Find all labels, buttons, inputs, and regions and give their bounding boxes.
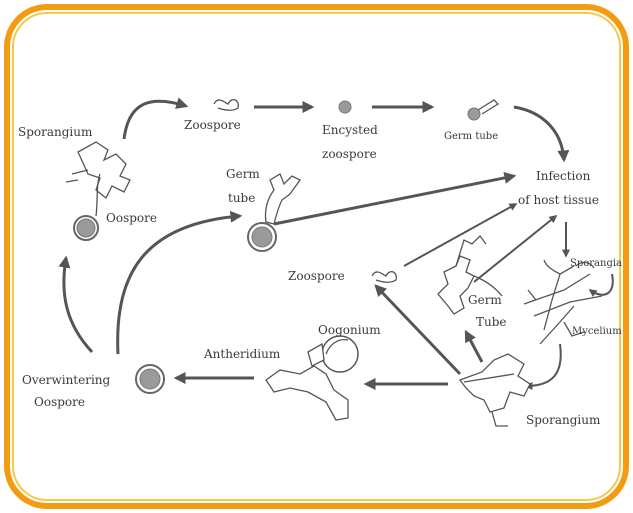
label-encysted-line2: zoospore — [322, 147, 377, 161]
label-oospore-left: Oospore — [106, 211, 157, 225]
label-mycelium: Mycelium — [572, 326, 622, 337]
diagram-frame: Sporangium Zoospore Encysted zoospore Ge… — [4, 4, 629, 509]
label-zoospore-top: Zoospore — [184, 118, 241, 132]
label-germ-tube-right-line1: Germ — [468, 293, 502, 307]
label-infection-line2: of host tissue — [518, 193, 599, 207]
encysted-zoospore-sketch — [339, 101, 351, 113]
label-germ-tube-mid-line2: tube — [228, 191, 255, 205]
label-sporangia: Sporangia — [570, 258, 622, 269]
label-encysted-line1: Encysted — [322, 123, 378, 137]
label-overwintering-line1: Overwintering — [22, 373, 111, 387]
label-oogonium: Oogonium — [318, 323, 381, 337]
label-infection-line1: Infection — [536, 169, 591, 183]
label-germ-tube-right-line2: Tube — [476, 315, 507, 329]
label-germ-tube-top: Germ tube — [444, 131, 498, 142]
life-cycle-diagram: Sporangium Zoospore Encysted zoospore Ge… — [4, 4, 629, 509]
label-sporangium-top: Sporangium — [18, 125, 93, 139]
label-zoospore-mid: Zoospore — [288, 269, 345, 283]
label-overwintering-line2: Oospore — [34, 395, 85, 409]
label-sporangium-bottom: Sporangium — [526, 413, 601, 427]
label-germ-tube-mid-line1: Germ — [226, 167, 260, 181]
label-antheridium: Antheridium — [203, 347, 281, 361]
oospore-left-sketch — [74, 216, 98, 240]
overwintering-oospore-sketch — [136, 365, 164, 393]
frame-border-outer — [7, 7, 626, 506]
